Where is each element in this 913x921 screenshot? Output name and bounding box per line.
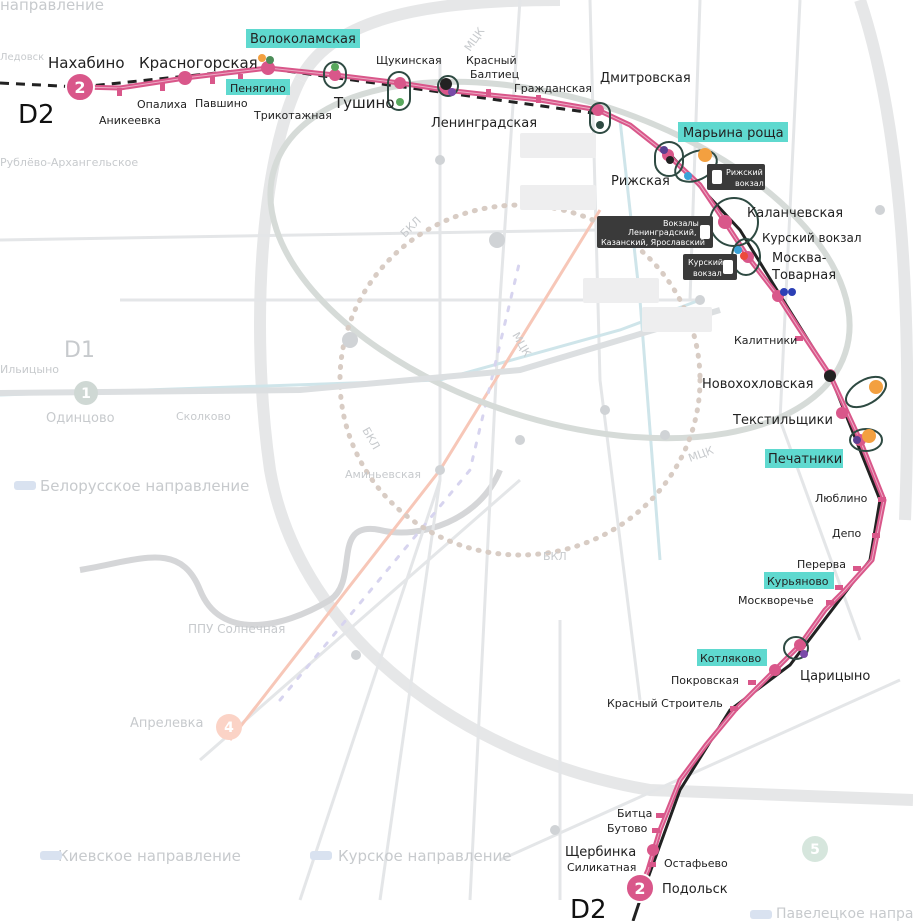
station-shcherbinka[interactable]: Щербинка (565, 845, 636, 860)
bkl-label-bottom: БКЛ (543, 550, 567, 563)
three-stations-badge[interactable]: Вокзалы Ленинградский, Казанский, Яросла… (597, 216, 713, 248)
faint-station-aprelevka: Апрелевка (130, 716, 203, 731)
direction-edovsk: Ледовск (0, 52, 44, 63)
train-icon (700, 225, 710, 239)
direction-kursky: Курское направление (338, 847, 512, 865)
station-novokhokhlovskaya[interactable]: Новохохловская (702, 377, 813, 392)
station-pavshino[interactable]: Павшино (195, 97, 248, 110)
d4-number: 4 (224, 720, 234, 736)
faint-station-solnechnaya: ППУ Солнечная (188, 622, 285, 636)
station-krasny-stroitel[interactable]: Красный Строитель (607, 697, 723, 710)
faint-station-aminyevskaya: Аминьевская (345, 468, 421, 481)
highlight-boxes (226, 29, 843, 666)
mck-label-top: МЦК (462, 25, 488, 54)
mcd5-badge (802, 836, 828, 862)
direction-top: направление (0, 0, 104, 14)
d1-number: 1 (81, 386, 91, 402)
station-ostafyevo[interactable]: Остафьево (664, 857, 728, 870)
station-butovo[interactable]: Бутово (607, 822, 648, 835)
faint-station-odintsovo: Одинцово (46, 411, 115, 426)
three-stations-line1: Вокзалы (663, 219, 699, 228)
station-silikatnaya[interactable]: Силикатная (567, 861, 636, 874)
transfer-dots (258, 54, 883, 658)
three-stations-line3: Казанский, Ярославский (601, 238, 705, 247)
train-icon (712, 170, 722, 184)
station-volokolamskaya[interactable]: Волоколамская (250, 32, 356, 47)
direction-ilitsyno: Ильицыно (0, 363, 59, 376)
station-moskva-tovarnaya-2[interactable]: Товарная (771, 268, 836, 283)
station-labels: Нахабино Аникеевка Опалиха Красногорская… (48, 32, 870, 897)
station-krasny-baltiets-2[interactable]: Балтиец (470, 68, 519, 81)
terminus-nakhabino[interactable]: 2 (65, 72, 95, 102)
mck-label-bottom: МЦК (687, 444, 716, 465)
station-nakhabino[interactable]: Нахабино (48, 54, 125, 72)
station-opalikha[interactable]: Опалиха (137, 98, 187, 111)
rizhsky-badge-line1: Рижский (726, 168, 763, 177)
line-name-south: D2 (570, 895, 607, 921)
station-podolsk[interactable]: Подольск (662, 882, 728, 897)
direction-kievsky: Киевское направление (58, 847, 241, 865)
station-trikotazhnaya[interactable]: Трикотажная (253, 109, 332, 122)
station-pererva[interactable]: Перерва (797, 558, 846, 571)
three-stations-line2: Ленинградский, (628, 228, 696, 237)
station-krasny-baltiets-1[interactable]: Красный (466, 54, 517, 67)
terminus-number: 2 (74, 78, 85, 97)
terminus-podolsk[interactable]: 2 (625, 873, 655, 903)
direction-paveletsky: Павелецкое направ (776, 906, 913, 921)
station-leningradskaya[interactable]: Ленинградская (431, 116, 537, 131)
mcd5-number: 5 (810, 842, 820, 858)
d4-badge (216, 714, 242, 740)
station-rizhskaya[interactable]: Рижская (611, 174, 670, 189)
faint-station-skolkovo: Сколково (176, 410, 231, 423)
station-depo[interactable]: Депо (832, 527, 862, 540)
station-kursky-vokzal[interactable]: Курский вокзал (762, 231, 862, 245)
station-grazhdanskaya[interactable]: Гражданская (514, 82, 592, 95)
d1-label: D1 (64, 338, 95, 363)
station-penyagino[interactable]: Пенягино (230, 82, 286, 95)
station-moskva-tovarnaya-1[interactable]: Москва- (772, 251, 827, 266)
bkl-label-left: БКЛ (359, 425, 382, 452)
station-krasnogorskaya[interactable]: Красногорская (139, 54, 258, 72)
station-kotlyakovo[interactable]: Котляково (700, 652, 761, 665)
station-tsaritsyno[interactable]: Царицыно (800, 669, 870, 684)
station-bitsa[interactable]: Битца (617, 807, 652, 820)
station-marina-roshcha[interactable]: Марьина роща (683, 126, 784, 141)
rail-icon (14, 481, 772, 919)
direction-rublevo: Рублёво-Архангельское (0, 156, 138, 169)
direction-belorussky: Белорусское направление (40, 477, 249, 495)
kursky-badge-line2: вокзал (693, 269, 722, 278)
d1-terminus-badge (74, 381, 98, 405)
station-kalanchevskaya[interactable]: Каланчевская (747, 206, 843, 221)
line-name-north: D2 (18, 100, 55, 130)
terminus-number: 2 (634, 879, 645, 898)
station-tushino[interactable]: Тушино (333, 94, 395, 112)
station-anikeevka[interactable]: Аникеевка (99, 114, 161, 127)
rizhsky-badge-line2: вокзал (735, 179, 764, 188)
kursky-badge[interactable]: Курский вокзал (683, 254, 737, 280)
station-pokrovskaya[interactable]: Покровская (671, 674, 739, 687)
station-kalitniki[interactable]: Калитники (734, 334, 797, 347)
station-pechatniki[interactable]: Печатники (768, 452, 842, 467)
kursky-badge-line1: Курский (688, 258, 723, 267)
station-shchukinskaya[interactable]: Щукинская (376, 54, 442, 67)
rizhsky-badge[interactable]: Рижский вокзал (707, 164, 765, 190)
train-icon (723, 260, 733, 274)
station-dmitrovskaya[interactable]: Дмитровская (600, 71, 691, 86)
station-moskvorechye[interactable]: Москворечье (738, 594, 814, 607)
station-tekstilshchiki[interactable]: Текстильщики (732, 413, 833, 428)
station-kuryanovo[interactable]: Курьяново (767, 575, 829, 588)
station-lyublino[interactable]: Люблино (815, 492, 868, 505)
